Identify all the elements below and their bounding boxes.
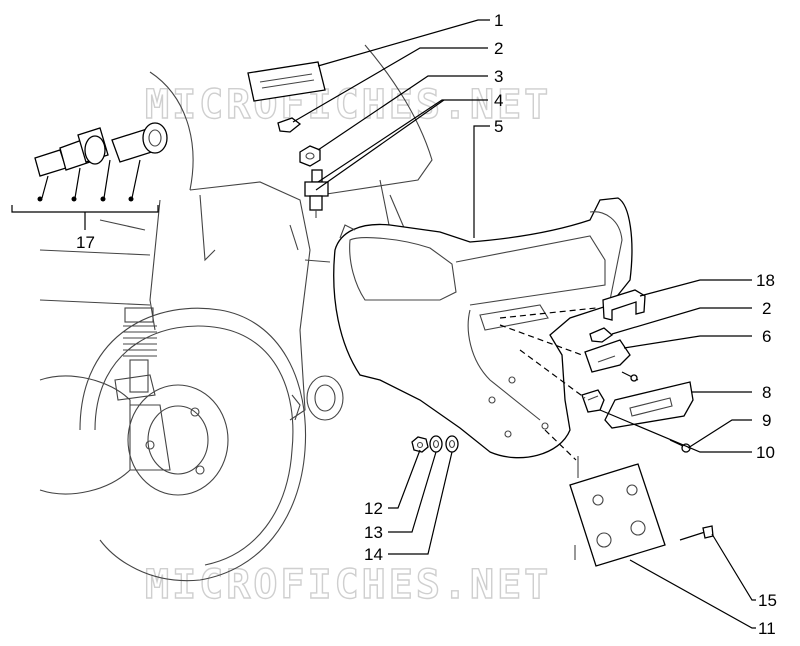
- shock-absorber: [114, 307, 157, 401]
- watermark-bottom: MICROFICHES.NET: [145, 562, 551, 608]
- screw-part-15: [679, 525, 714, 541]
- side-cap: [291, 375, 344, 421]
- leader-lines: [292, 19, 756, 629]
- callout-2: 2: [494, 39, 503, 58]
- callout-10: 10: [756, 443, 775, 462]
- nut-part-12: [411, 436, 429, 453]
- rear-wheel: [39, 307, 307, 582]
- callout-numbers: 1 2 3 4 5 18 2 6 8 9 10 12 13 14 15 11: [364, 11, 777, 638]
- callout-11: 11: [758, 619, 776, 638]
- callout-18: 18: [756, 271, 775, 290]
- lock-set-part-17: 17: [11, 122, 168, 252]
- callout-17: 17: [76, 233, 95, 252]
- callout-8: 8: [762, 383, 771, 402]
- washer-part-13: [429, 435, 443, 453]
- callout-13: 13: [364, 523, 383, 542]
- washer-part-14: [445, 435, 459, 453]
- callout-4: 4: [494, 91, 503, 110]
- callout-6: 6: [762, 327, 771, 346]
- watermark-top: MICROFICHES.NET: [145, 82, 551, 128]
- callout-9: 9: [762, 411, 771, 430]
- scooter-body-outline: [39, 44, 433, 421]
- lens-part-8: [604, 381, 694, 429]
- badge-part-1: [247, 61, 326, 102]
- plate-holder-part-11: [569, 456, 666, 567]
- bracket-part-10: [581, 389, 605, 413]
- clip-part-18: [602, 289, 646, 321]
- lamp-holder-part-6: [584, 339, 639, 382]
- callout-2b: 2: [762, 299, 771, 318]
- nut-part-3: [299, 145, 321, 167]
- callout-5: 5: [494, 117, 503, 136]
- callout-14: 14: [364, 545, 383, 564]
- bulb-part-2b: [589, 327, 614, 343]
- callout-12: 12: [364, 499, 383, 518]
- callout-15: 15: [758, 591, 777, 610]
- rear-cowl-part-5: [333, 197, 633, 459]
- assembly-lines: [499, 307, 597, 461]
- callout-1: 1: [494, 11, 503, 30]
- callout-3: 3: [494, 67, 503, 86]
